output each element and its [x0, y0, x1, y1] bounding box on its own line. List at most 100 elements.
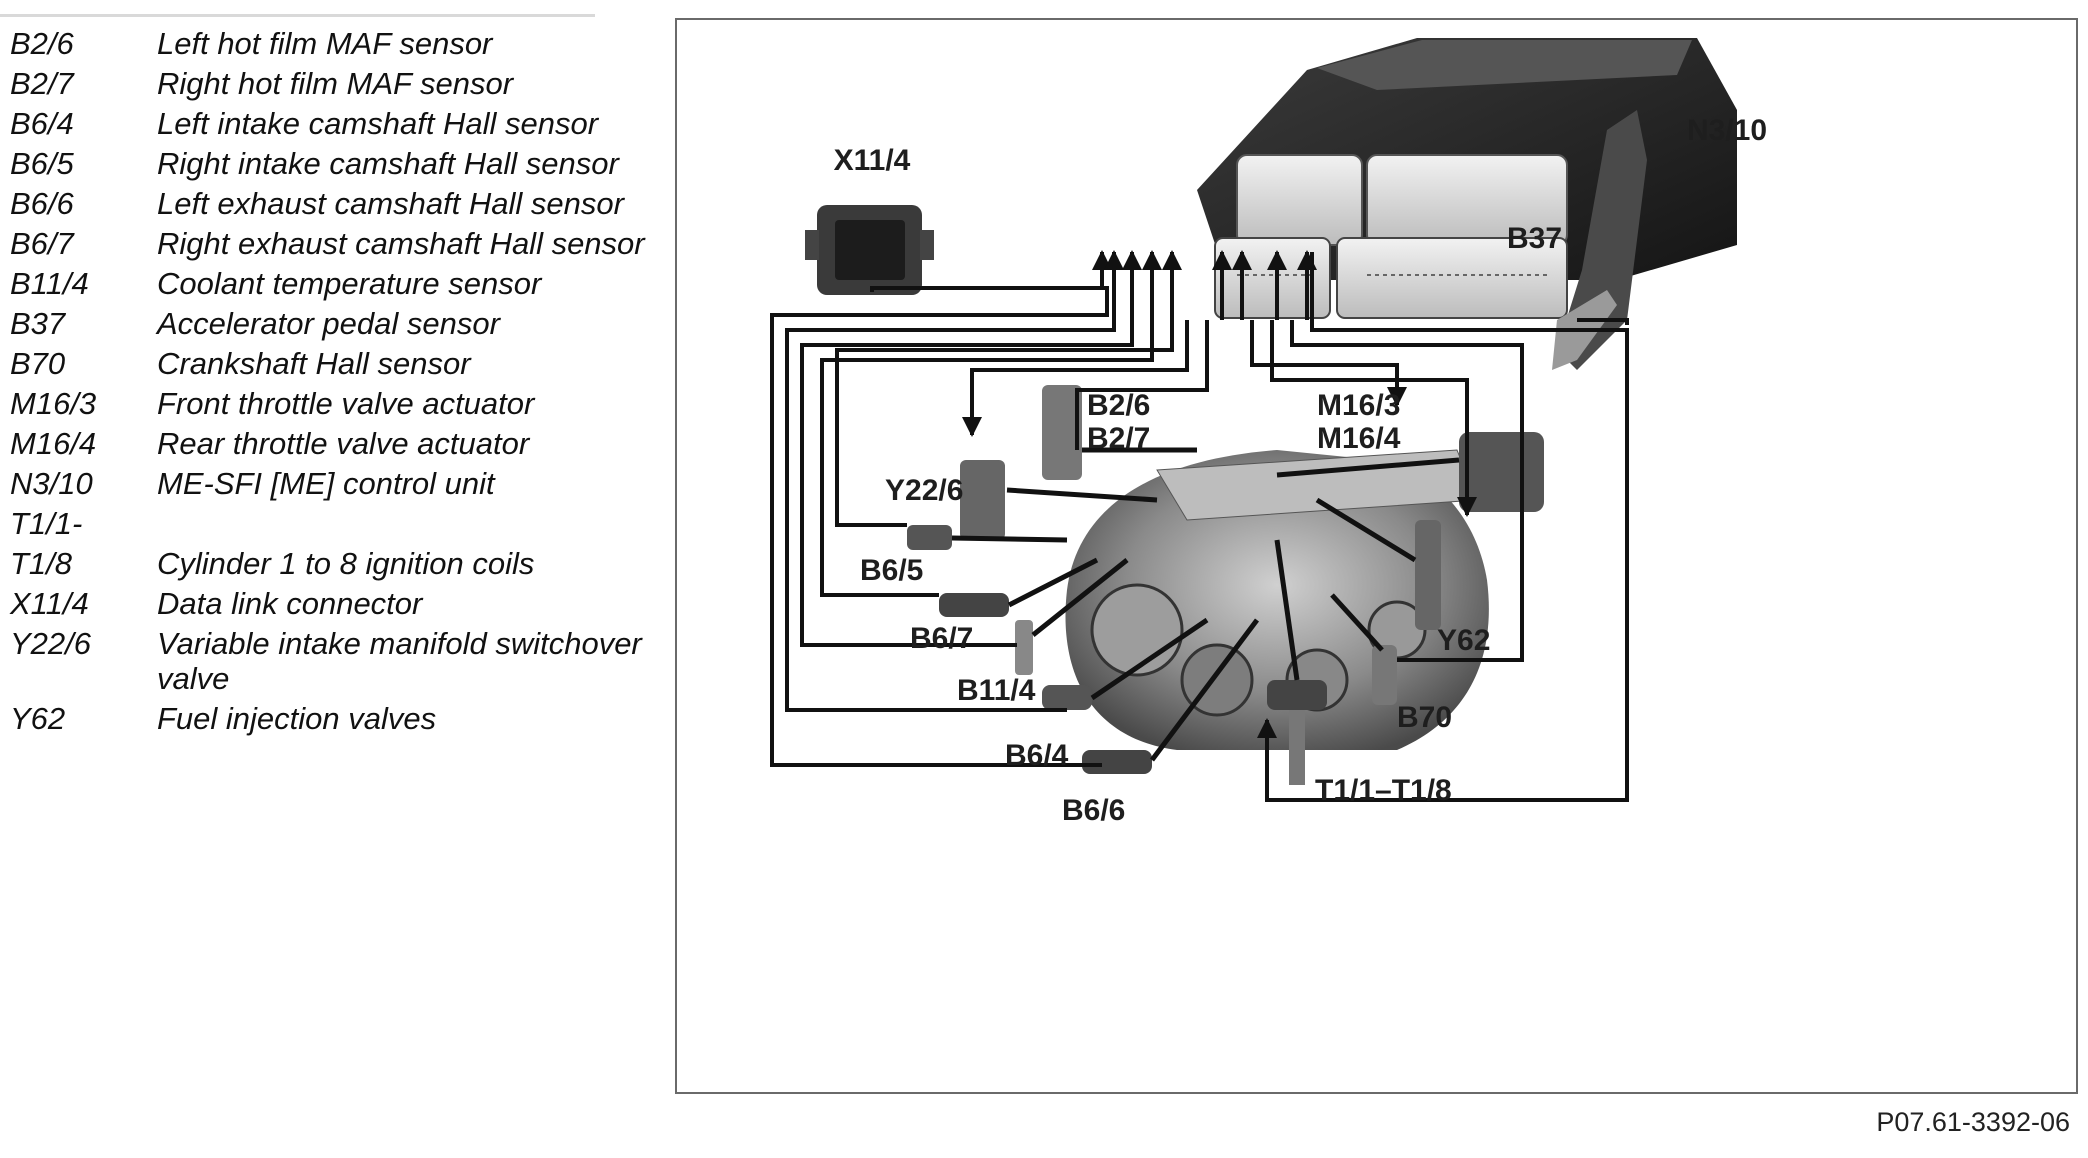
legend-row: Y62 Fuel injection valves [10, 701, 670, 736]
label-t1: T1/1–T1/8 [1315, 774, 1452, 807]
wire-b37 [1577, 318, 1629, 325]
label-m16-4: M16/4 [1317, 422, 1401, 455]
legend-desc: Rear throttle valve actuator [157, 426, 530, 461]
legend-code: B6/5 [10, 146, 74, 181]
legend-code: N3/10 [10, 466, 93, 501]
legend-code: B6/6 [10, 186, 74, 221]
legend-desc: Right exhaust camshaft Hall sensor [157, 226, 645, 261]
ecu-inputs [1104, 250, 1317, 320]
label-b6-4: B6/4 [1005, 739, 1069, 772]
legend-desc: Left intake camshaft Hall sensor [157, 106, 599, 141]
legend-row: M16/4 Rear throttle valve actuator [10, 426, 670, 461]
diagram-frame: X11/4 N3/10 B37 B2/6 B2/7 M16/3 M16/4 Y2… [675, 18, 2078, 1094]
legend-code: Y22/6 [10, 626, 92, 661]
legend-code: Y62 [10, 701, 66, 736]
legend-desc: Variable intake manifold switchover valv… [157, 626, 642, 696]
data-link-connector-x11-4 [805, 205, 934, 295]
label-m16-3: M16/3 [1317, 389, 1400, 422]
legend-row: B11/4 Coolant temperature sensor [10, 266, 670, 301]
wire-y62 [1270, 320, 1477, 517]
legend-code: X11/4 [10, 586, 89, 621]
label-b6-6: B6/6 [1062, 794, 1125, 827]
legend-desc: Crankshaft Hall sensor [157, 346, 471, 381]
wire-b70 [1290, 320, 1524, 662]
legend-desc: Data link connector [157, 586, 423, 621]
throttle-actuator-shape [1459, 432, 1544, 512]
label-x11-4: X11/4 [834, 144, 911, 177]
label-b2-6: B2/6 [1087, 389, 1150, 422]
label-b6-7: B6/7 [910, 622, 973, 655]
maf-sensor-shape [1042, 385, 1082, 480]
label-y62: Y62 [1437, 624, 1490, 657]
wire-b6-7 [820, 320, 1154, 597]
legend-row: B6/7 Right exhaust camshaft Hall sensor [10, 226, 670, 261]
label-b2-7: B2/7 [1087, 422, 1150, 455]
legend-code: B37 [10, 306, 66, 341]
wire-x11-4 [870, 250, 1112, 292]
legend-code: B11/4 [10, 266, 89, 301]
top-divider [0, 14, 595, 17]
legend-code: B2/7 [10, 66, 74, 101]
label-y22-6: Y22/6 [885, 474, 963, 507]
legend-row: X11/4 Data link connector [10, 586, 670, 621]
label-b6-5: B6/5 [860, 554, 923, 587]
legend-row: M16/3 Front throttle valve actuator [10, 386, 670, 421]
wire-b6-5 [835, 320, 1174, 527]
legend-row: B37 Accelerator pedal sensor [10, 306, 670, 341]
legend-row: T1/8 Cylinder 1 to 8 ignition coils [10, 546, 670, 581]
legend-row: B6/5 Right intake camshaft Hall sensor [10, 146, 670, 181]
crankshaft-sensor-b70-shape [1372, 645, 1397, 705]
legend-desc: Right intake camshaft Hall sensor [157, 146, 619, 181]
legend-desc: Front throttle valve actuator [157, 386, 535, 421]
legend-desc: Coolant temperature sensor [157, 266, 542, 301]
legend-row: N3/10 ME-SFI [ME] control unit [10, 466, 670, 501]
legend-desc: Fuel injection valves [157, 701, 437, 736]
label-b37: B37 [1507, 222, 1562, 255]
legend-code: B70 [10, 346, 66, 381]
coolant-sensor-b11-4-shape [1015, 620, 1033, 675]
wire-b6-4 [785, 320, 1116, 712]
legend-code: M16/4 [10, 426, 97, 461]
legend-row: B2/7 Right hot film MAF sensor [10, 66, 670, 101]
legend-desc: Left exhaust camshaft Hall sensor [157, 186, 624, 221]
legend-row: B6/4 Left intake camshaft Hall sensor [10, 106, 670, 141]
legend-code: M16/3 [10, 386, 97, 421]
legend-code: B2/6 [10, 26, 74, 61]
ignition-coil-shape [1267, 680, 1327, 710]
figure-id: P07.61-3392-06 [1876, 1107, 2070, 1137]
wire-b6-6 [770, 286, 1109, 767]
label-n3-10: N3/10 [1687, 114, 1767, 147]
legend-code: B6/7 [10, 226, 74, 261]
label-b11-4: B11/4 [957, 674, 1036, 707]
wire-m16 [1250, 320, 1407, 407]
legend-code: T1/1- [10, 506, 83, 541]
legend-desc [157, 506, 670, 541]
legend-row: B6/6 Left exhaust camshaft Hall sensor [10, 186, 670, 221]
legend-row: T1/1- [10, 506, 670, 541]
camshaft-sensor-b6-5-shape [907, 525, 952, 550]
camshaft-sensor-b6-6-shape [1082, 750, 1152, 774]
fuel-injector-y62-shape [1415, 520, 1441, 630]
legend-desc: Right hot film MAF sensor [157, 66, 514, 101]
legend-code: B6/4 [10, 106, 74, 141]
label-b70: B70 [1397, 701, 1452, 734]
camshaft-sensor-b6-7-shape [939, 593, 1009, 617]
wiring-diagram: X11/4 N3/10 B37 B2/6 B2/7 M16/3 M16/4 Y2… [770, 38, 1767, 827]
ignition-coil-boot-shape [1289, 710, 1305, 785]
wire-b2 [1075, 320, 1209, 450]
wire-y22-6 [962, 320, 1189, 437]
legend-desc: Cylinder 1 to 8 ignition coils [157, 546, 535, 581]
legend-code: T1/8 [10, 546, 73, 581]
legend-desc: ME-SFI [ME] control unit [157, 466, 495, 501]
camshaft-sensor-b6-4-shape [1042, 685, 1092, 710]
wire-b11-4 [800, 320, 1134, 647]
leader-lines [951, 447, 1460, 762]
wiring-harness [770, 250, 1629, 802]
legend-desc: Accelerator pedal sensor [157, 306, 500, 341]
switchover-valve-shape [960, 460, 1005, 540]
wire-t1 [1257, 252, 1629, 802]
legend-row: Y22/6 Variable intake manifold switchover… [10, 626, 670, 696]
legend-row: B70 Crankshaft Hall sensor [10, 346, 670, 381]
